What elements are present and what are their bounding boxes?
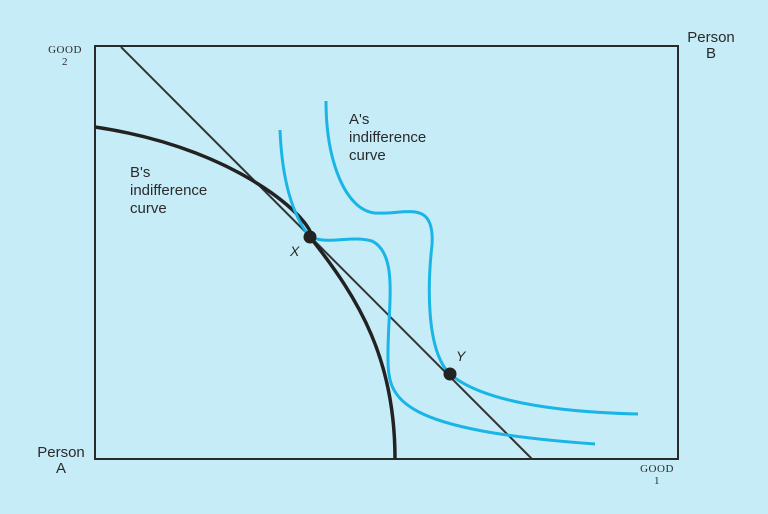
point-x-label: X xyxy=(290,243,300,259)
person-b-label: Person B xyxy=(680,30,742,62)
b-curve-label-line: B's xyxy=(130,164,151,181)
a-indifference-curve-outer xyxy=(324,100,639,416)
good2-label-word: GOOD xyxy=(48,44,82,56)
person-a-label: Person A xyxy=(30,445,92,477)
b-curve-label-line: curve xyxy=(130,200,167,217)
a-curve-label-line: A's xyxy=(349,111,370,128)
good1-label-number: 1 xyxy=(654,474,660,487)
good2-label-number: 2 xyxy=(62,55,68,68)
a-indifference-curve-inner xyxy=(278,129,596,446)
b-indifference-curve-label: B's indifference curve xyxy=(130,164,207,218)
a-curve-label-line: curve xyxy=(349,147,386,164)
b-curve-label-line: indifference xyxy=(130,182,208,199)
a-curve-label-line: indifference xyxy=(349,129,427,146)
edgeworth-box-frame xyxy=(94,45,679,460)
point-y-marker xyxy=(443,367,457,381)
good1-label-word: GOOD xyxy=(640,463,674,475)
point-y-label: Y xyxy=(456,348,466,364)
person-b-letter: B xyxy=(705,44,716,62)
good1-axis-label: GOOD 1 xyxy=(630,463,684,487)
point-x-marker xyxy=(303,230,317,244)
good2-axis-label: GOOD 2 xyxy=(40,44,90,68)
person-b-word: Person xyxy=(687,29,735,46)
person-a-word: Person xyxy=(37,444,85,461)
price-line xyxy=(120,46,533,460)
a-indifference-curve-label: A's indifference curve xyxy=(349,111,426,165)
person-a-letter: A xyxy=(55,459,66,477)
